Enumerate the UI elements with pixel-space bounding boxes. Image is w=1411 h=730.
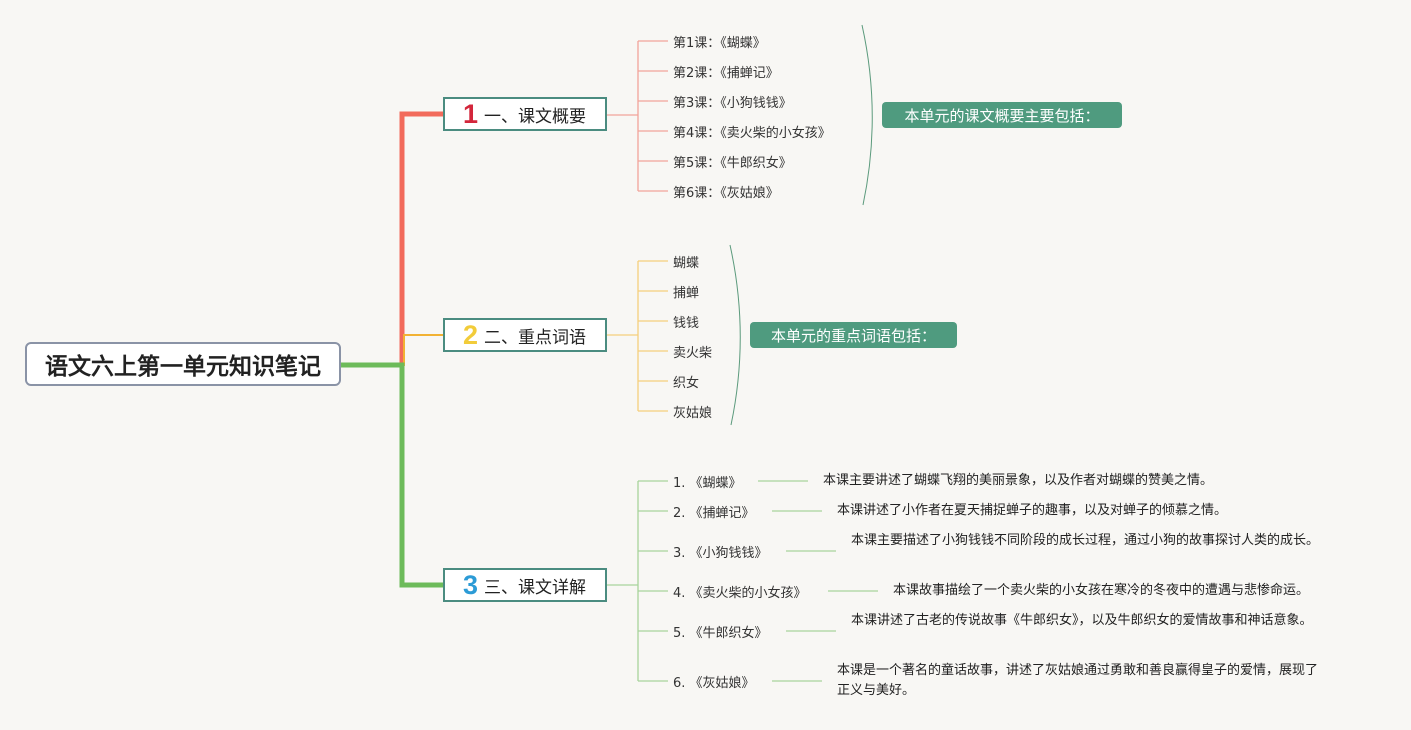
branch-label: 一、课文概要 [484, 106, 587, 127]
root-topic[interactable]: 语文六上第一单元知识笔记 [25, 342, 341, 386]
number-2-icon: 2 [463, 319, 479, 350]
lesson-detail-title[interactable]: 6. 《灰姑娘》 [673, 676, 755, 691]
branch-topic-2[interactable]: 2 二、重点词语 [443, 318, 607, 352]
root-title: 语文六上第一单元知识笔记 [45, 354, 321, 380]
number-3-icon: 3 [463, 569, 479, 600]
branch-label: 二、重点词语 [484, 327, 587, 348]
lesson-detail-desc[interactable]: 本课主要讲述了蝴蝶飞翔的美丽景象，以及作者对蝴蝶的赞美之情。 [823, 473, 1214, 488]
connector-root-branch2 [341, 334, 443, 366]
lesson-detail-desc[interactable]: 本课故事描绘了一个卖火柴的小女孩在寒冷的冬夜中的遭遇与悲惨命运。 [893, 583, 1310, 598]
number-1-icon: 1 [463, 98, 479, 129]
branch-topic-3[interactable]: 3 三、课文详解 [443, 568, 607, 602]
branch-topic-1[interactable]: 1 一、课文概要 [443, 97, 607, 131]
keyword-item[interactable]: 织女 [673, 376, 700, 391]
connector-root-branch3 [341, 362, 443, 588]
branch2-leaf-lines [607, 260, 668, 412]
connector-root-branch1 [341, 111, 443, 368]
lesson-summary-item[interactable]: 第4课：《卖火柴的小女孩》 [673, 126, 831, 141]
lesson-detail-title[interactable]: 5. 《牛郎织女》 [673, 626, 768, 641]
keyword-item[interactable]: 捕蝉 [673, 286, 700, 301]
lesson-detail-title[interactable]: 3. 《小狗钱钱》 [673, 546, 768, 561]
summary-callout-2[interactable]: 本单元的重点词语包括： [750, 322, 957, 348]
keyword-item[interactable]: 蝴蝶 [673, 256, 700, 271]
lesson-summary-item[interactable]: 第5课：《牛郎织女》 [673, 156, 792, 171]
summary-callout-1[interactable]: 本单元的课文概要主要包括： [882, 102, 1122, 128]
lesson-summary-item[interactable]: 第6课：《灰姑娘》 [673, 186, 779, 201]
keyword-item[interactable]: 灰姑娘 [673, 406, 713, 421]
keyword-item[interactable]: 卖火柴 [673, 346, 713, 361]
lesson-detail-desc[interactable]: 本课讲述了古老的传说故事《牛郎织女》，以及牛郎织女的爱情故事和神话意象。 [851, 613, 1313, 628]
lesson-detail-desc[interactable]: 本课是一个著名的童话故事，讲述了灰姑娘通过勇敢和善良赢得皇子的爱情，展现了正义与… [837, 663, 1319, 698]
branch1-leaf-lines [607, 40, 668, 192]
lesson-summary-item[interactable]: 第3课：《小狗钱钱》 [673, 96, 792, 111]
lesson-detail-desc[interactable]: 本课主要描述了小狗钱钱不同阶段的成长过程，通过小狗的故事探讨人类的成长。 [851, 533, 1320, 548]
branch3-leaf-lines [607, 480, 878, 682]
lesson-detail-title[interactable]: 4. 《卖火柴的小女孩》 [673, 586, 807, 601]
lesson-detail-desc[interactable]: 本课讲述了小作者在夏天捕捉蝉子的趣事，以及对蝉子的倾慕之情。 [837, 503, 1228, 518]
lesson-detail-title[interactable]: 2. 《捕蝉记》 [673, 506, 755, 521]
keyword-item[interactable]: 钱钱 [673, 316, 700, 331]
branch2-bracket [729, 244, 741, 426]
lesson-detail-title[interactable]: 1. 《蝴蝶》 [673, 476, 742, 491]
lesson-summary-item[interactable]: 第1课：《蝴蝶》 [673, 36, 766, 51]
branch-label: 三、课文详解 [484, 577, 587, 598]
branch1-bracket [861, 24, 873, 206]
lesson-summary-item[interactable]: 第2课：《捕蝉记》 [673, 66, 779, 81]
